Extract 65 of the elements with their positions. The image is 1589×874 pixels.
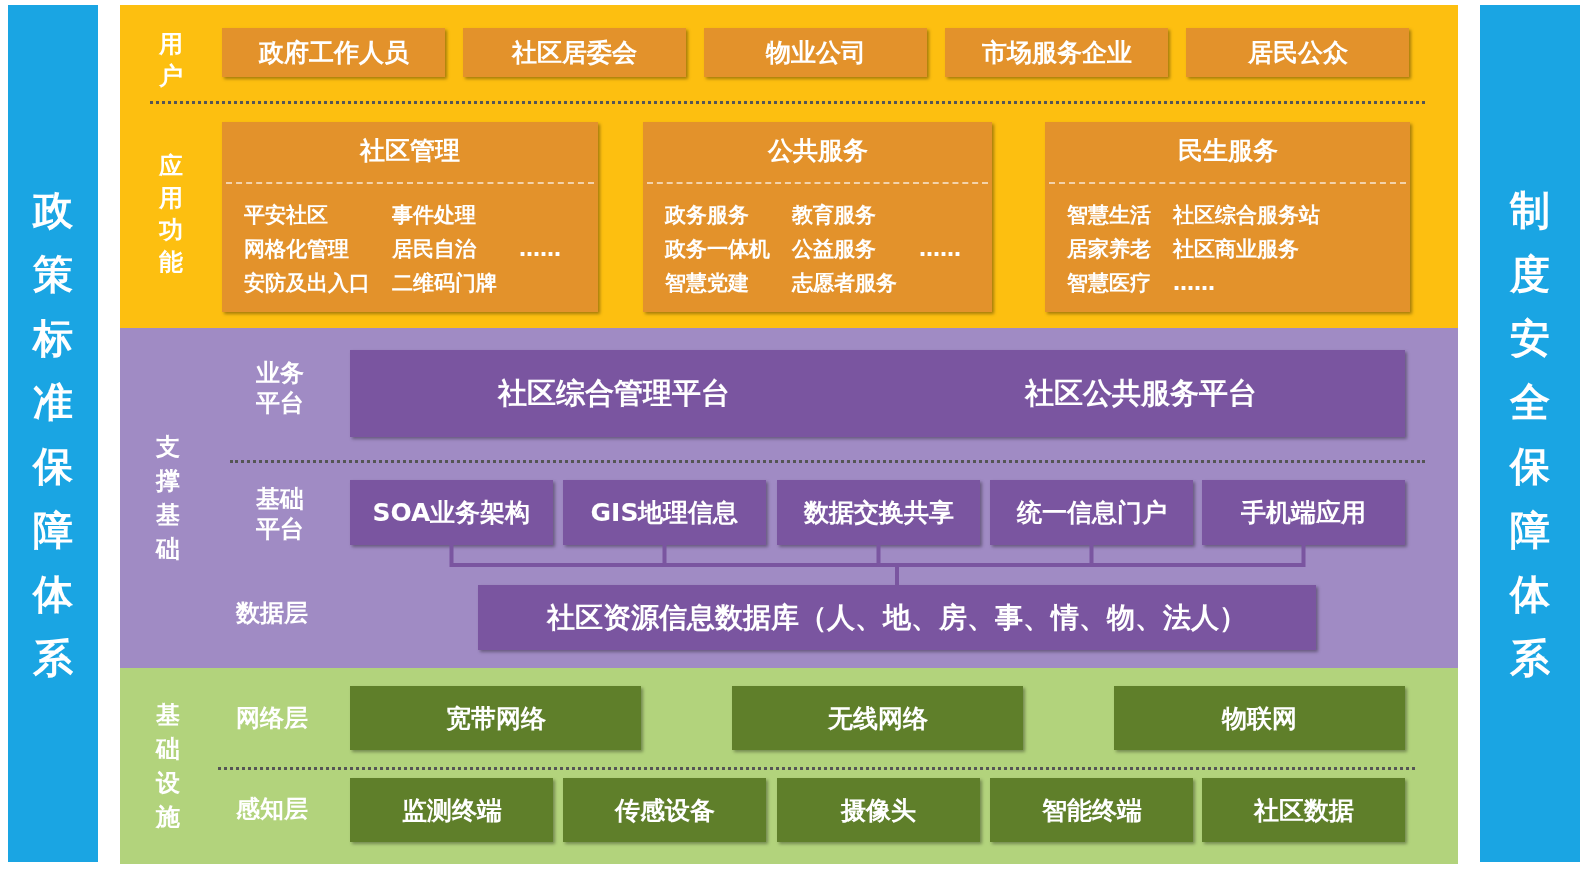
service-item: 事件处理 [392, 202, 477, 229]
function-box [222, 122, 598, 312]
box-heading: 社区管理 [358, 135, 461, 167]
service-item: 居民自治 [392, 236, 478, 263]
module-box: 物业公司 [704, 28, 927, 77]
service-item: 社区综合服务站 [1173, 202, 1320, 229]
layer-band [120, 668, 1458, 864]
row-label: 基础平台 [255, 484, 305, 544]
database-box: 社区资源信息数据库（人、地、房、事、情、物、法人） [478, 585, 1316, 650]
module-box: 社区数据 [1202, 778, 1405, 842]
function-box [1045, 122, 1410, 312]
module-box: 居民公众 [1186, 28, 1409, 77]
service-item: …… [1173, 271, 1216, 295]
module-box: 物联网 [1114, 686, 1405, 750]
box-heading: 民生服务 [1176, 135, 1279, 167]
module-box: 数据交换共享 [777, 480, 980, 545]
service-item: …… [519, 237, 561, 261]
row-label: 网络层 [236, 703, 308, 733]
module-box: 宽带网络 [350, 686, 641, 750]
platform-name: 社区综合管理平台 [497, 374, 730, 412]
function-box [643, 122, 992, 312]
module-box: 无线网络 [732, 686, 1023, 750]
service-item: 社区商业服务 [1173, 236, 1300, 263]
service-item: 智慧生活 [1067, 202, 1151, 229]
layer-title: 支撑基础 [155, 432, 181, 565]
row-label: 应用功能 [158, 151, 184, 278]
service-item: 网格化管理 [244, 236, 350, 263]
module-box: 监测终端 [350, 778, 553, 842]
layer-title: 基础设施 [155, 700, 181, 833]
panel-title: 制度安全保障体系 [1509, 185, 1551, 683]
module-box: 传感设备 [563, 778, 766, 842]
panel-title: 政策标准保障体系 [32, 185, 74, 683]
service-item: 居家养老 [1067, 236, 1151, 263]
side-panel [1480, 5, 1580, 862]
module-box: GIS地理信息 [563, 480, 766, 545]
side-panel [8, 5, 98, 862]
platform-box [350, 350, 1405, 437]
connector-line [895, 545, 1306, 585]
row-label: 用户 [158, 29, 184, 92]
service-item: 安防及出入口 [244, 270, 370, 297]
module-box: 摄像头 [777, 778, 980, 842]
row-label: 数据层 [236, 598, 308, 628]
platform-name: 社区公共服务平台 [1025, 374, 1258, 412]
box-heading: 公共服务 [766, 135, 869, 167]
service-item: 政务服务 [665, 202, 750, 229]
module-box: 市场服务企业 [945, 28, 1168, 77]
service-item: 二维码门牌 [392, 270, 497, 297]
service-item: 公益服务 [792, 236, 877, 263]
module-box: 政府工作人员 [222, 28, 445, 77]
module-box: 手机端应用 [1202, 480, 1405, 545]
module-box: SOA业务架构 [350, 480, 553, 545]
service-item: 教育服务 [792, 202, 877, 229]
service-item: 政务一体机 [665, 236, 770, 263]
service-item: 智慧医疗 [1067, 270, 1151, 297]
service-item: 智慧党建 [665, 270, 750, 297]
row-label: 业务平台 [255, 358, 305, 418]
module-box: 统一信息门户 [990, 480, 1193, 545]
module-box: 智能终端 [990, 778, 1193, 842]
module-box: 社区居委会 [463, 28, 686, 77]
layer-band [120, 5, 1458, 328]
layer-band [120, 328, 1458, 668]
row-label: 感知层 [236, 794, 308, 824]
service-item: 志愿者服务 [792, 270, 897, 297]
service-item: …… [919, 237, 961, 261]
service-item: 平安社区 [244, 202, 329, 229]
